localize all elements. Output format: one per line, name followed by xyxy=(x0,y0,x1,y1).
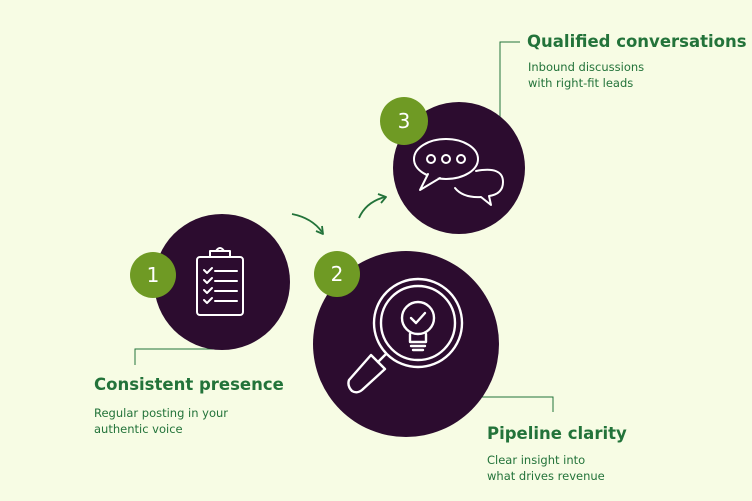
step-2-badge: 2 xyxy=(314,251,360,297)
step-2-title: Pipeline clarity xyxy=(487,424,627,443)
step-3-description: Inbound discussions with right-fit leads xyxy=(528,59,644,91)
step-3-description-line-1: Inbound discussions xyxy=(528,60,645,74)
step-3-callout-line xyxy=(499,41,520,120)
step-3-description-line-2: with right-fit leads xyxy=(528,76,634,90)
arrow-2-to-3 xyxy=(358,193,387,219)
arrow-1-to-2 xyxy=(291,213,324,235)
step-1-callout-line xyxy=(134,348,215,365)
step-3-title: Qualified conversations xyxy=(527,32,747,51)
step-2-description-line-2: what drives revenue xyxy=(487,469,605,483)
step-2-description: Clear insight into what drives revenue xyxy=(487,452,605,484)
step-1-description-line-1: Regular posting in your xyxy=(94,406,229,420)
step-1-badge: 1 xyxy=(130,252,176,298)
step-2-description-line-1: Clear insight into xyxy=(487,453,586,467)
step-3-badge: 3 xyxy=(380,97,428,145)
step-1-description-line-2: authentic voice xyxy=(94,422,183,436)
step-1-title: Consistent presence xyxy=(94,375,284,394)
step-1-description: Regular posting in your authentic voice xyxy=(94,405,228,437)
step-2-callout-line xyxy=(478,396,554,412)
